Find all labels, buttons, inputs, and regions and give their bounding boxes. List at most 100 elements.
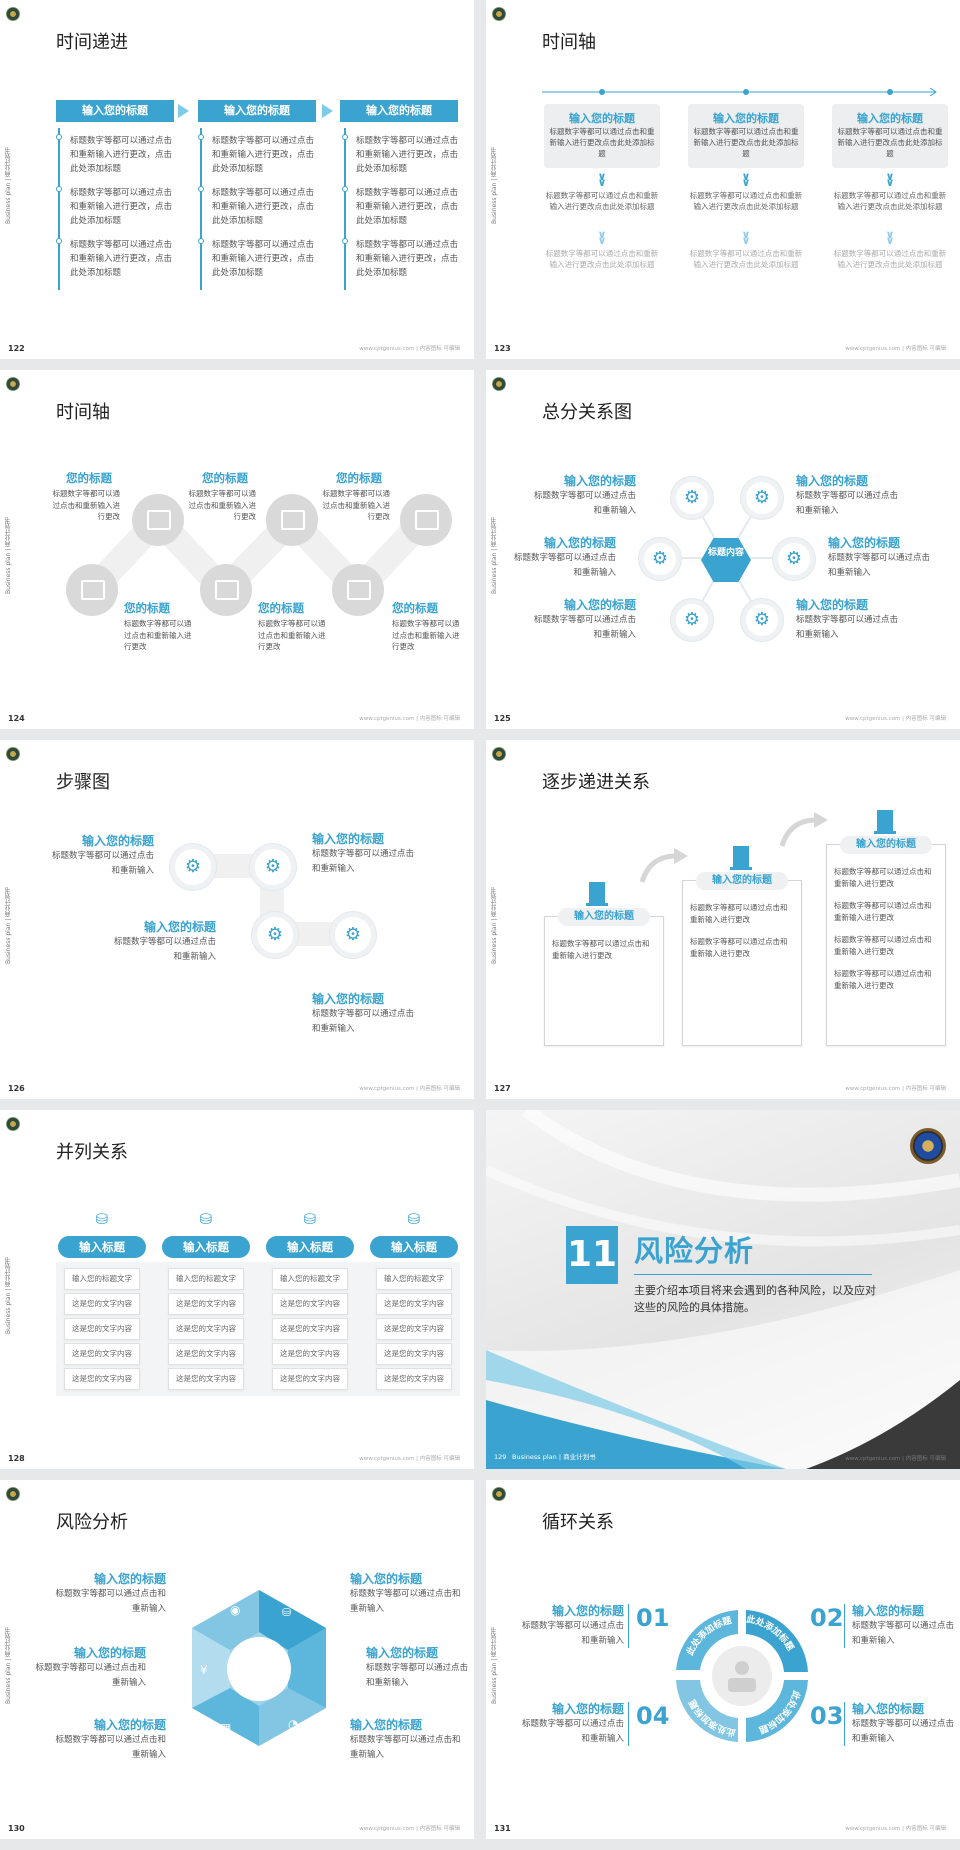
section-title: 风险分析 — [634, 1234, 755, 1268]
image-placeholder-icon[interactable] — [200, 564, 252, 616]
timeline-dot — [342, 186, 348, 192]
table-cell: 这是您的文字内容 — [64, 1368, 140, 1390]
gear-icon: ⚙ — [741, 599, 783, 641]
step-number: 01 — [636, 1604, 670, 1632]
text-block: 输入您的标题 标题数字等都可以通过点击和重新输入 — [54, 1570, 166, 1617]
coins-icon: ⛁ — [407, 1210, 421, 1228]
page-number: 122 — [8, 344, 25, 353]
card-text: 标题数字等都可以通过点击和重新输入进行更改点击此处添加标题 — [693, 127, 799, 158]
side-label: Business plan | 商业计划书 — [5, 516, 12, 594]
slide-126: Business plan | 商业计划书 步骤图 ⚙ ⚙ ⚙ ⚙ 输入您的标题… — [0, 740, 474, 1099]
step-connector — [194, 854, 348, 946]
block-title: 输入您的标题 — [563, 474, 636, 488]
step-number: 02 — [810, 1604, 844, 1632]
double-chevron-down-icon: ∨∨ — [885, 228, 895, 247]
timeline-dot — [198, 134, 204, 140]
item-title: 您的标题 — [258, 601, 304, 615]
coins-icon: ⛁ — [95, 1210, 109, 1228]
block-title: 输入您的标题 — [551, 1604, 624, 1618]
title-underline — [634, 1274, 872, 1275]
svg-text:¥: ¥ — [200, 1663, 208, 1677]
step-box — [544, 916, 664, 1046]
footer-text: www.cptgenius.com | 内容图标 可编辑 — [359, 346, 460, 352]
block-text: 标题数字等都可以通过点击和重新输入 — [55, 1735, 166, 1760]
image-placeholder-icon[interactable] — [400, 494, 452, 546]
step-box — [682, 880, 802, 1046]
slide-123: Business plan | 商业计划书 时间轴 输入您的标题 标题数字等都可… — [486, 0, 960, 359]
page-number: 126 — [8, 1084, 25, 1093]
text-block: 输入您的标题 标题数字等都可以通过点击和重新输入 — [516, 1602, 624, 1649]
item-text: 标题数字等都可以通过点击和重新输入进行更改，点击此处添加标题 — [212, 136, 315, 174]
block-text: 标题数字等都可以通过点击和重新输入 — [113, 937, 216, 962]
step-text: 标题数字等都可以通过点击和重新输入进行更改点击此处添加标题 — [545, 191, 659, 211]
logo-icon — [492, 747, 506, 761]
logo-icon — [492, 1487, 506, 1501]
timeline-line — [58, 128, 60, 290]
logo-icon — [6, 1487, 20, 1501]
side-label: Business plan | 商业计划书 — [5, 886, 12, 964]
slide-131: Business plan | 商业计划书 循环关系 此处添加标题 此处添加标题… — [486, 1480, 960, 1839]
image-placeholder-icon[interactable] — [266, 494, 318, 546]
side-label: Business plan | 商业计划书 — [491, 1626, 498, 1704]
cycle-ring: 此处添加标题 此处添加标题 此处添加标题 此处添加标题 — [676, 1610, 808, 1742]
step-text: 标题数字等都可以通过点击和重新输入进行更改 — [690, 903, 788, 924]
slide-title: 时间递进 — [56, 32, 128, 53]
footer-text: www.cptgenius.com | 内容图标 可编辑 — [845, 346, 946, 352]
block-text: 标题数字等都可以通过点击和重新输入 — [366, 1663, 469, 1688]
table-cell: 这是您的文字内容 — [64, 1343, 140, 1365]
gear-icon: ⚙ — [671, 477, 713, 519]
block-text: 标题数字等都可以通过点击和重新输入 — [350, 1735, 461, 1760]
timeline-dot — [342, 238, 348, 244]
block-text: 标题数字等都可以通过点击和重新输入 — [828, 553, 931, 578]
timeline-dot — [56, 186, 62, 192]
step-box — [826, 844, 946, 1046]
step-text: 标题数字等都可以通过点击和重新输入进行更改 — [834, 867, 932, 888]
emblem-logo — [910, 1128, 946, 1164]
timeline-dot — [198, 186, 204, 192]
image-placeholder-icon[interactable] — [66, 564, 118, 616]
item-text: 标题数字等都可以通过点击和重新输入进行更改，点击此处添加标题 — [70, 188, 173, 226]
coins-icon: ⛁ — [199, 1210, 213, 1228]
block-title: 输入您的标题 — [312, 832, 385, 846]
column-header: 输入标题 — [370, 1236, 458, 1258]
item-text: 标题数字等都可以通过点击和重新输入进行更改，点击此处添加标题 — [356, 136, 459, 174]
text-block: 输入您的标题 标题数字等都可以通过点击和重新输入 — [34, 1644, 146, 1691]
table-cell: 输入您的标题文字 — [376, 1268, 452, 1290]
block-title: 输入您的标题 — [852, 1702, 925, 1716]
table-cell: 这是您的文字内容 — [376, 1293, 452, 1315]
side-label: Business plan | 商业计划书 — [491, 886, 498, 964]
block-title: 输入您的标题 — [73, 1646, 146, 1660]
slide-124: Business plan | 商业计划书 时间轴 您的标题 标题数字等都可以通… — [0, 370, 474, 729]
page-number: 127 — [494, 1084, 511, 1093]
page-number: 128 — [8, 1454, 25, 1463]
footer-text: www.cptgenius.com | 内容图标 可编辑 — [359, 1456, 460, 1462]
image-placeholder-icon[interactable] — [132, 494, 184, 546]
footer-text: www.cptgenius.com | 内容图标 可编辑 — [359, 716, 460, 722]
block-text: 标题数字等都可以通过点击和重新输入 — [312, 1009, 415, 1034]
building-icon — [730, 844, 752, 870]
item-text: 标题数字等都可以通过点击和重新输入进行更改 — [124, 619, 192, 651]
text-block: 输入您的标题 标题数字等都可以通过点击和重新输入 — [106, 918, 216, 965]
divider-line — [844, 1604, 845, 1648]
block-text: 标题数字等都可以通过点击和重新输入 — [796, 615, 899, 640]
slide-130: Business plan | 商业计划书 风险分析 ◉ ⛁ ¥ ▦ ◔ 输入您… — [0, 1480, 474, 1839]
block-text: 标题数字等都可以通过点击和重新输入 — [513, 553, 616, 578]
item-text: 标题数字等都可以通过点击和重新输入进行更改，点击此处添加标题 — [212, 240, 315, 278]
table-cell: 这是您的文字内容 — [168, 1318, 244, 1340]
step-text: 标题数字等都可以通过点击和重新输入进行更改点击此处添加标题 — [833, 191, 947, 211]
table-cell: 这是您的文字内容 — [168, 1343, 244, 1365]
section-number: 11 — [566, 1226, 618, 1284]
item-text: 标题数字等都可以通过点击和重新输入进行更改 — [52, 489, 121, 521]
gear-icon: ⚙ — [671, 599, 713, 641]
text-block: 输入您的标题 标题数字等都可以通过点击和重新输入 — [796, 472, 906, 519]
image-placeholder-icon[interactable] — [332, 564, 384, 616]
page-number: 131 — [494, 1824, 511, 1833]
timeline-line — [344, 128, 346, 290]
card-text: 标题数字等都可以通过点击和重新输入进行更改点击此处添加标题 — [837, 127, 943, 158]
slide-129: 11 风险分析 主要介绍本项目将来会遇到的各种风险，以及应对这些的风险的具体措施… — [486, 1110, 960, 1469]
block-text: 标题数字等都可以通过点击和重新输入 — [312, 849, 415, 874]
step-number: 03 — [810, 1702, 844, 1730]
footer-text: www.cptgenius.com | 内容图标 可编辑 — [845, 1456, 946, 1462]
block-text: 标题数字等都可以通过点击和重新输入 — [852, 1719, 955, 1744]
timeline-card: 输入您的标题 标题数字等都可以通过点击和重新输入进行更改点击此处添加标题 — [544, 104, 660, 168]
